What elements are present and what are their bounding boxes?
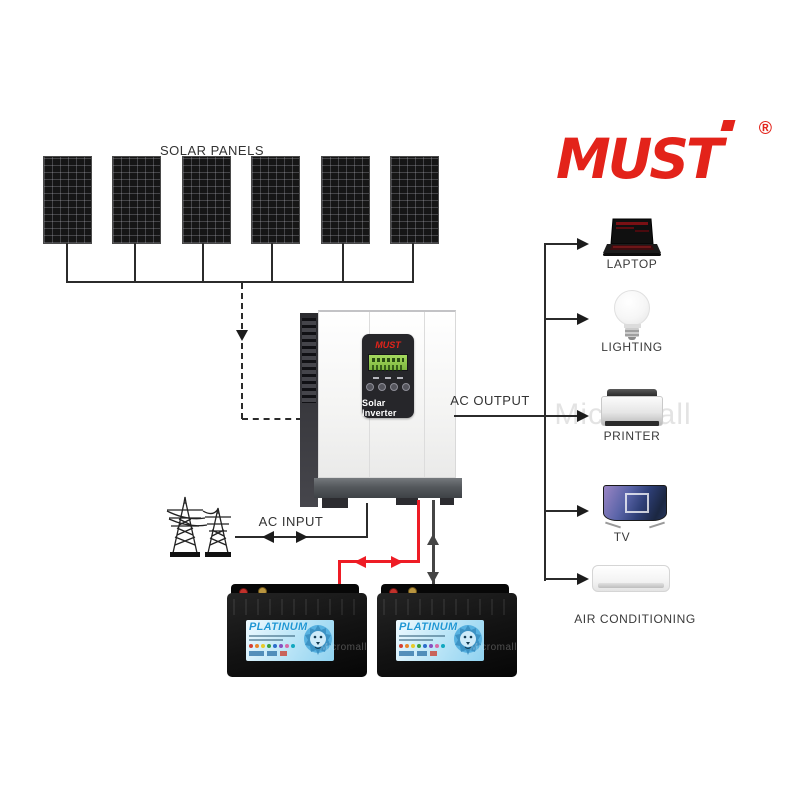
- inverter-indicator-labels: [373, 377, 403, 379]
- branch-line-laptop: [545, 243, 577, 245]
- solar-panel: [320, 156, 370, 244]
- lighting-label: LIGHTING: [601, 340, 663, 354]
- output-bus-line: [544, 243, 546, 581]
- inverter-foot: [396, 498, 418, 505]
- inverter-foot: [322, 498, 348, 508]
- inverter-base: [314, 478, 462, 498]
- branch-line-tv: [545, 510, 577, 512]
- bulb-glass: [614, 290, 650, 326]
- solar-panel: [43, 156, 92, 244]
- air-conditioner-icon: [592, 565, 670, 592]
- branch-line-lighting: [545, 318, 577, 320]
- bulb-screw: [625, 328, 639, 337]
- pv-drop-line: [271, 243, 273, 283]
- solar-panel: [112, 156, 162, 244]
- solar-panels-title: SOLAR PANELS: [159, 143, 265, 158]
- tv-icon: [603, 485, 667, 530]
- arrow-down-icon: [427, 572, 439, 583]
- tv-leg: [605, 521, 621, 529]
- watermark: Micromall: [319, 642, 367, 653]
- arrow-right-icon: [577, 505, 589, 517]
- battery-label: PLATINUM: [246, 620, 334, 661]
- pv-dashed-line: [242, 418, 302, 420]
- solar-panel: [389, 156, 439, 244]
- bulb-tip: [628, 337, 636, 340]
- inverter-heatsink: [300, 313, 318, 507]
- battery-wire-red: [338, 560, 341, 598]
- arrow-right-icon: [391, 556, 403, 568]
- tv-leg: [649, 521, 665, 529]
- air-conditioning-label: AIR CONDITIONING: [574, 612, 696, 626]
- battery: PLATINUM Micromall: [377, 584, 517, 678]
- battery-wire-red: [338, 560, 420, 563]
- laptop-icon: [603, 218, 661, 256]
- bulb-neck: [623, 324, 641, 328]
- solar-panel-array: [43, 156, 439, 244]
- inverter-lcd-screen: [368, 354, 408, 371]
- ac-input-line: [366, 503, 368, 538]
- inverter-buttons: [366, 383, 410, 391]
- arrow-right-icon: [577, 573, 589, 585]
- arrow-right-icon: [296, 531, 308, 543]
- arrow-right-icon: [577, 313, 589, 325]
- solar-inverter: MUST Solar Inverter: [298, 308, 464, 514]
- pv-drop-line: [66, 243, 68, 283]
- arrow-left-icon: [262, 531, 274, 543]
- printer-label: PRINTER: [603, 429, 661, 443]
- inverter-front-label: Solar Inverter: [362, 398, 397, 418]
- battery-label-text-bar: [399, 639, 433, 641]
- pv-drop-line: [202, 243, 204, 283]
- lion-icon: [304, 625, 332, 655]
- must-logo: MUST ®: [556, 118, 774, 204]
- printer-band: [605, 421, 659, 426]
- printer-lid: [607, 389, 657, 398]
- pv-dashed-line: [241, 283, 243, 419]
- battery-brand-text: PLATINUM: [399, 621, 458, 633]
- solar-panel: [181, 156, 231, 244]
- battery: PLATINUM Micromall: [227, 584, 367, 678]
- printer-icon: [601, 389, 663, 430]
- pv-drop-line: [412, 243, 414, 283]
- pv-bus-line: [66, 281, 414, 283]
- battery-wire-red: [417, 500, 420, 562]
- arrow-down-icon: [236, 330, 248, 341]
- must-logo-text: MUST: [556, 127, 724, 191]
- arrow-left-icon: [354, 556, 366, 568]
- light-bulb-icon: [614, 290, 650, 340]
- inverter-foot: [440, 498, 454, 505]
- ac-output-label: AC OUTPUT: [450, 393, 530, 408]
- lion-icon: [454, 625, 482, 655]
- inverter-display-panel: MUST Solar Inverter: [362, 334, 414, 418]
- battery-label-chips: [249, 651, 331, 656]
- arrow-right-icon: [577, 410, 589, 422]
- battery-label-text-bar: [249, 635, 295, 637]
- solar-panel: [251, 156, 301, 244]
- battery-label-text-bar: [249, 639, 283, 641]
- branch-line-ac: [545, 578, 577, 580]
- inverter-brand-text: MUST: [375, 340, 401, 350]
- laptop-label: LAPTOP: [606, 257, 658, 271]
- pv-drop-line: [342, 243, 344, 283]
- watermark: Micromall: [469, 642, 517, 653]
- battery-wire-gray: [432, 500, 435, 598]
- arrow-right-icon: [577, 238, 589, 250]
- battery-label-text-bar: [399, 635, 445, 637]
- battery-label-dots: [399, 644, 481, 648]
- ac-output-line: [454, 415, 578, 417]
- battery-brand-text: PLATINUM: [249, 621, 308, 633]
- battery-label: PLATINUM: [396, 620, 484, 661]
- tv-label: TV: [613, 530, 631, 544]
- air-conditioner-vent: [598, 583, 664, 588]
- transmission-tower-icon: [166, 496, 231, 557]
- battery-label-chips: [399, 651, 481, 656]
- arrow-up-icon: [427, 534, 439, 545]
- battery-label-dots: [249, 644, 331, 648]
- ac-input-label: AC INPUT: [258, 514, 324, 529]
- registered-trademark-icon: ®: [758, 118, 772, 138]
- tv-screen: [603, 485, 667, 521]
- inverter-seam: [424, 312, 425, 477]
- pv-drop-line: [134, 243, 136, 283]
- tv-screen-graphic: [625, 493, 649, 513]
